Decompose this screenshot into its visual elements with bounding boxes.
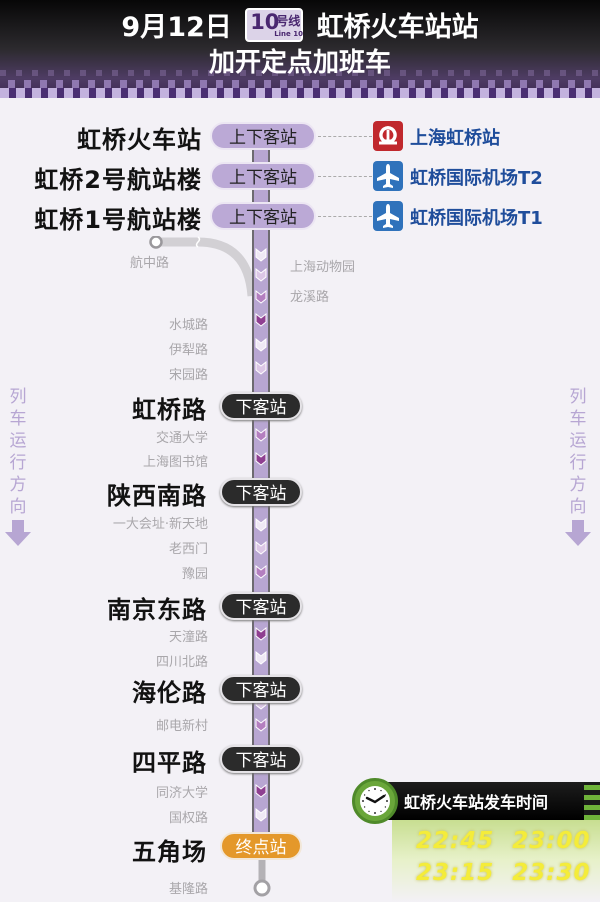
pill-alighting-only: 下客站 (220, 675, 302, 703)
direction-chevron-icon (255, 248, 267, 262)
transfer-connector (318, 216, 372, 217)
station-hongqiao-road: 虹桥路 (132, 396, 207, 424)
arrow-down-icon (5, 520, 31, 546)
departure-schedule: 虹桥火车站发车时间 22:45 23:00 23:15 23:30 (352, 778, 600, 902)
station-nanjing-east-road: 南京东路 (107, 596, 207, 624)
direction-chevron-icon (255, 338, 267, 352)
transfer-connector (318, 176, 372, 177)
pill-boarding-alighting: 上下客站 (210, 162, 316, 190)
direction-label: 列车运行方向 (9, 387, 27, 517)
transfer-label: 虹桥国际机场T1 (410, 208, 543, 229)
checker-pattern (0, 88, 600, 98)
pill-boarding-alighting: 上下客站 (210, 122, 316, 150)
direction-chevron-icon (255, 718, 267, 732)
direction-chevron-icon (255, 627, 267, 641)
direction-chevron-icon (255, 361, 267, 375)
minor-station: 国权路 (168, 811, 208, 826)
direction-label: 列车运行方向 (569, 387, 587, 517)
branch-line-top (149, 236, 257, 297)
pill-terminal: 终点站 (220, 832, 302, 860)
minor-station: 邮电新村 (155, 719, 208, 734)
line-10-badge: 10 号线 Line 10 (245, 7, 304, 42)
header-title: 9月12日 10 号线 Line 10 虹桥火车站站 (0, 5, 600, 44)
railway-icon (373, 121, 403, 151)
airplane-icon (373, 161, 403, 191)
minor-station: 上海动物园 (290, 260, 356, 275)
direction-chevron-icon (255, 565, 267, 579)
direction-chevron-icon (255, 784, 267, 798)
departure-time: 23:30 (512, 860, 591, 886)
departure-time: 23:00 (512, 828, 591, 854)
schedule-title: 虹桥火车站发车时间 (404, 793, 549, 812)
pill-alighting-only: 下客站 (220, 592, 302, 620)
minor-station: 同济大学 (155, 786, 208, 801)
header-subtitle: 加开定点加班车 (208, 48, 391, 78)
terminus-circle (253, 879, 271, 897)
minor-station: 宋园路 (168, 368, 208, 383)
station-hongqiao-railway: 虹桥火车站 (77, 126, 202, 154)
direction-chevron-icon (255, 428, 267, 442)
direction-chevron-icon (255, 268, 267, 282)
minor-station: 天潼路 (168, 630, 208, 645)
minor-station: 龙溪路 (290, 290, 330, 305)
departure-time-row: 23:15 23:30 (416, 860, 590, 886)
minor-station: 航中路 (130, 256, 170, 271)
pill-alighting-only: 下客站 (220, 745, 302, 773)
station-hongqiao-t1: 虹桥1号航站楼 (34, 206, 202, 234)
direction-chevron-icon (255, 651, 267, 665)
station-title: 虹桥火车站站 (316, 12, 479, 43)
direction-chevron-icon (255, 541, 267, 555)
arrow-down-icon (565, 520, 591, 546)
pill-boarding-alighting: 上下客站 (210, 202, 316, 230)
checker-pattern (584, 782, 600, 820)
schedule-title-bar (382, 782, 600, 820)
header-banner: 9月12日 10 号线 Line 10 虹桥火车站站 加开定点加班车 (0, 0, 600, 98)
minor-station: 一大会址·新天地 (112, 517, 208, 532)
station-siping-road: 四平路 (132, 749, 207, 777)
minor-station: 老西门 (168, 542, 208, 557)
checker-pattern (0, 70, 600, 76)
checker-pattern (8, 80, 600, 88)
departure-time: 22:45 (416, 828, 495, 854)
terminus-circle (149, 236, 163, 249)
transfer-connector (318, 136, 372, 137)
direction-chevron-icon (255, 290, 267, 304)
station-wujiaochang: 五角场 (132, 838, 207, 866)
direction-chevron-icon (255, 518, 267, 532)
direction-indicator-left: 列车运行方向 (3, 386, 33, 554)
airplane-icon (373, 201, 403, 231)
direction-chevron-icon (255, 452, 267, 466)
departure-time-row: 22:45 23:00 (416, 828, 590, 854)
clock-icon (352, 778, 398, 824)
minor-station: 四川北路 (155, 655, 208, 670)
pill-alighting-only: 下客站 (220, 392, 302, 420)
date: 9月12日 (121, 12, 232, 43)
station-hongqiao-t2: 虹桥2号航站楼 (34, 166, 202, 194)
direction-indicator-right: 列车运行方向 (563, 386, 593, 554)
minor-station: 交通大学 (155, 431, 208, 446)
transfer-label: 上海虹桥站 (410, 128, 500, 149)
minor-station: 基隆路 (168, 882, 208, 897)
minor-station: 上海图书馆 (142, 455, 208, 470)
departure-time: 23:15 (416, 860, 495, 886)
direction-chevron-icon (255, 808, 267, 822)
minor-station: 豫园 (181, 567, 208, 582)
station-shaanxi-south-road: 陕西南路 (107, 482, 207, 510)
station-hailun-road: 海伦路 (132, 679, 207, 707)
direction-chevron-icon (255, 313, 267, 327)
pill-alighting-only: 下客站 (220, 478, 302, 506)
minor-station: 水城路 (168, 318, 208, 333)
minor-station: 伊犁路 (168, 343, 208, 358)
transfer-label: 虹桥国际机场T2 (410, 168, 543, 189)
